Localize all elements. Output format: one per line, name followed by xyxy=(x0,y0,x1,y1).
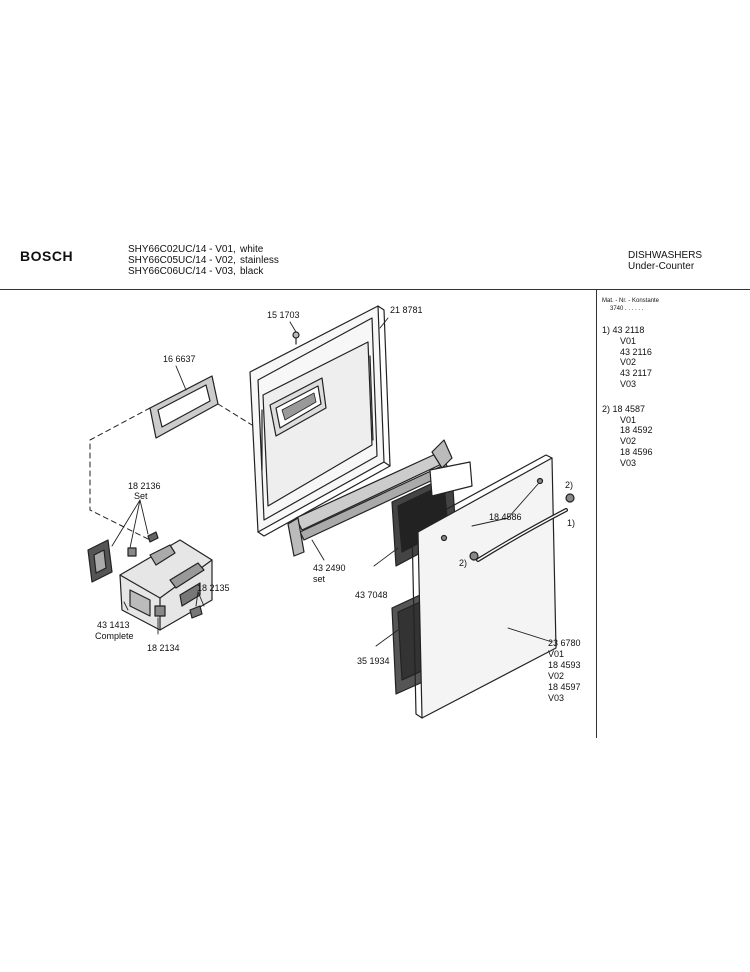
model-name: SHY66C05UC/14 - V02, xyxy=(128,255,236,266)
category-label: DISHWASHERS Under-Counter xyxy=(628,250,702,272)
label-351934: 35 1934 xyxy=(357,656,390,666)
sidebar-line: 2) 18 4587 xyxy=(602,403,646,414)
material-number-sidebar: Mat. - Nr. - Konstante 3740 . . . . . . … xyxy=(602,297,659,469)
label-mark-2-top: 2) xyxy=(565,480,574,490)
model-name: SHY66C06UC/14 - V03, xyxy=(128,266,236,277)
door-handle-highlight xyxy=(477,509,567,561)
screw-151703 xyxy=(292,331,300,345)
sidebar-line: V03 xyxy=(620,378,637,389)
label-v02: V02 xyxy=(548,671,565,681)
small-clip-parts xyxy=(127,531,203,619)
sidebar-line: 18 4596 xyxy=(620,446,653,457)
sidebar-line: V01 xyxy=(620,414,637,425)
sidebar-line: 1) 43 2118 xyxy=(602,325,645,335)
label-v01: V01 xyxy=(548,649,565,659)
label-166637: 16 6637 xyxy=(163,354,196,364)
category-line: Under-Counter xyxy=(628,261,695,272)
label-151703: 15 1703 xyxy=(267,310,300,320)
sidebar-line: 18 4592 xyxy=(620,425,653,436)
outer-door-panel xyxy=(411,454,557,719)
model-color: white xyxy=(240,244,264,255)
label-437048: 43 7048 xyxy=(355,590,388,600)
sidebar-divider xyxy=(596,290,597,738)
header-divider xyxy=(0,289,750,290)
model-list: SHY66C02UC/14 - V01, white SHY66C05UC/14 … xyxy=(128,244,279,277)
assembly-guide-line xyxy=(89,403,253,541)
door-strip xyxy=(287,439,453,557)
model-row: SHY66C05UC/14 - V02, stainless xyxy=(128,255,279,266)
label-v03: V03 xyxy=(548,693,565,703)
label-184586: 18 4586 xyxy=(489,512,522,522)
model-row: SHY66C06UC/14 - V03, black xyxy=(128,266,279,277)
sidebar-group-2: 2) 18 4587 V01 18 4592 V02 18 4596 V03 xyxy=(602,404,659,469)
label-184597: 18 4597 xyxy=(548,682,581,692)
dispenser-assembly xyxy=(119,539,213,631)
leader-lines xyxy=(111,317,553,647)
label-184593: 18 4593 xyxy=(548,660,581,670)
label-431413: 43 1413 xyxy=(97,620,130,630)
sidebar-title: Mat. - Nr. - Konstante xyxy=(602,298,660,304)
sidebar-line: V02 xyxy=(620,357,637,368)
brand-logo: BOSCH xyxy=(20,248,74,264)
label-236780: 23 6780 xyxy=(548,638,581,648)
label-182136-set: Set xyxy=(134,491,148,501)
sidebar-subtitle: 3740 . . . . . . xyxy=(610,306,644,312)
sidebar-group-1: 1) 43 2118 V01 43 2116 V02 43 2117 V03 xyxy=(602,325,659,390)
label-432490: 43 2490 xyxy=(313,563,346,573)
gasket-frame xyxy=(149,375,219,439)
model-color: stainless xyxy=(240,255,279,266)
label-432490-set: set xyxy=(313,574,326,584)
sidebar-line: V01 xyxy=(620,335,637,346)
model-color: black xyxy=(240,266,264,277)
dispenser-cover-plate xyxy=(87,539,113,583)
sidebar-line: 43 2116 xyxy=(620,346,652,357)
label-218781: 21 8781 xyxy=(390,305,423,315)
label-431413-complete: Complete xyxy=(95,631,134,641)
sidebar-line: V03 xyxy=(620,457,637,468)
sidebar-line: 43 2117 xyxy=(620,368,652,379)
model-row: SHY66C02UC/14 - V01, white xyxy=(128,244,279,255)
label-mark-2-left: 2) xyxy=(459,558,468,568)
label-182136: 18 2136 xyxy=(128,481,161,491)
handle-screws xyxy=(440,477,575,561)
model-name: SHY66C02UC/14 - V01, xyxy=(128,244,236,255)
label-182134: 18 2134 xyxy=(147,643,180,653)
category-line: DISHWASHERS xyxy=(628,250,703,261)
inner-door-panel xyxy=(249,305,391,537)
label-mark-1: 1) xyxy=(567,518,576,528)
label-182135: 18 2135 xyxy=(197,583,230,593)
sidebar-line: V02 xyxy=(620,436,637,447)
